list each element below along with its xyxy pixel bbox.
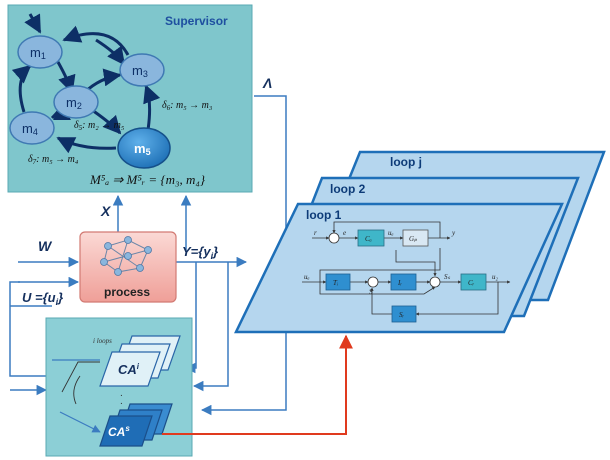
- svg-text:m2: m2: [66, 95, 82, 111]
- mode-m5-active: m5: [117, 127, 171, 169]
- svg-text:S: S: [369, 288, 373, 296]
- mode-m4: m4: [9, 111, 55, 145]
- loops-stack: loop j loop 2 loop 1: [234, 150, 606, 334]
- svg-text:uₐ: uₐ: [388, 229, 394, 237]
- loop-2-label: loop 2: [330, 182, 366, 196]
- svg-text:Sₛ: Sₛ: [444, 273, 451, 281]
- svg-text:m1: m1: [30, 45, 46, 61]
- ca-i-stack: CAi: [99, 335, 181, 387]
- signal-u-label: U ={ui}: [22, 290, 63, 307]
- block-cr: [460, 273, 487, 291]
- svg-text:Iᵣ: Iᵣ: [397, 279, 402, 287]
- svg-text:Sᵣ: Sᵣ: [399, 311, 405, 319]
- svg-text:m3: m3: [132, 63, 148, 79]
- svg-text:CAi: CAi: [118, 362, 140, 377]
- svg-text:Gₚ: Gₚ: [409, 235, 417, 243]
- svg-text:.: .: [120, 388, 123, 399]
- block-gp: [402, 229, 429, 247]
- svg-text:e: e: [343, 229, 346, 237]
- block-sr: [391, 305, 417, 323]
- loop-j-label: loop j: [390, 155, 422, 169]
- block-ti: [325, 273, 351, 291]
- svg-text:y: y: [451, 229, 456, 237]
- ca-s-stack: CAs: [99, 403, 173, 447]
- agents-panel: i loops CAi . . CAs: [45, 317, 193, 457]
- signal-w-label: W: [38, 238, 53, 254]
- signal-y-label: Y={yi}: [182, 244, 218, 261]
- loops-index-label: i loops: [93, 337, 112, 345]
- svg-text:u₂: u₂: [492, 273, 499, 281]
- svg-text:r: r: [314, 229, 317, 237]
- svg-text:CAs: CAs: [108, 424, 130, 439]
- svg-text:Cᵣ: Cᵣ: [468, 279, 475, 287]
- cas-to-loop-link: [162, 334, 353, 435]
- supervisor-panel: Supervisor m1 m2 m3: [7, 4, 253, 193]
- process-label: process: [104, 285, 150, 299]
- transition-delta5: δ5: m₂ → m₅: [74, 120, 125, 132]
- signal-lambda-label: Λ: [262, 75, 272, 91]
- mode-formula: M⁵ₐ ⇒ M⁵ᵣ = {m₃, m₄}: [89, 172, 206, 187]
- svg-text:m5: m5: [134, 141, 151, 157]
- block-ca: [357, 229, 385, 247]
- loop-1-block-diagram: r e Cₐ uₐ Gₚ y uₐ Tᵢ Iᵣ Cᵣ u₂ Sᵣ Sₛ S: [302, 221, 511, 323]
- supervisor-title: Supervisor: [165, 14, 228, 28]
- svg-text:Tᵢ: Tᵢ: [333, 279, 338, 287]
- transition-delta6: δ6: m₅ → m₃: [162, 100, 213, 112]
- mode-m2: m2: [53, 85, 99, 119]
- svg-text:m4: m4: [22, 121, 38, 137]
- loop-1-plane: [234, 202, 564, 334]
- svg-text:uₐ: uₐ: [304, 273, 310, 281]
- transition-delta7: δ7: m₅ → m₄: [28, 154, 79, 166]
- mode-m3: m3: [119, 53, 165, 87]
- svg-text:.: .: [120, 396, 123, 407]
- loop-1-label: loop 1: [306, 208, 342, 222]
- mode-m1: m1: [17, 35, 63, 69]
- signal-x-label: X: [100, 203, 112, 219]
- block-ik: [390, 273, 417, 291]
- process-block: process: [79, 231, 177, 303]
- svg-text:Cₐ: Cₐ: [365, 235, 372, 243]
